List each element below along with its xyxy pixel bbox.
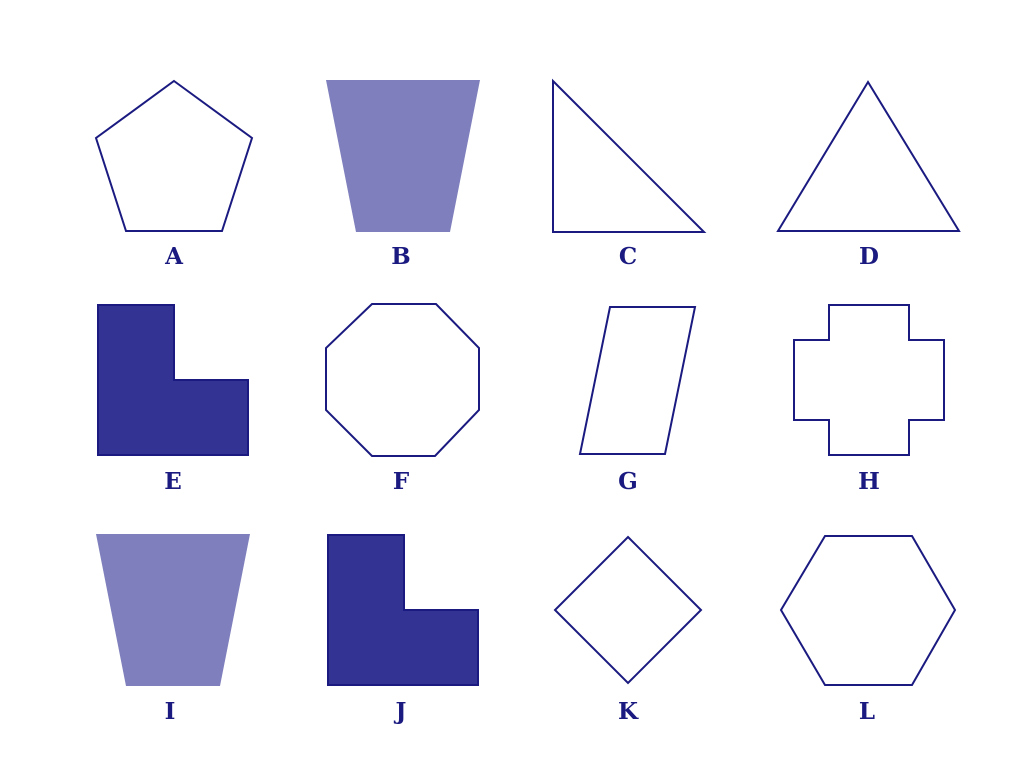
shape-label-h: H [858,468,880,495]
shape-c-right-triangle [552,78,707,233]
shape-h-cross [793,304,945,456]
shape-label-j: J [394,698,407,725]
shape-label-l: L [859,698,875,725]
shape-f-octagon [325,303,480,457]
shape-label-k: K [618,698,639,725]
shape-label-g: G [618,468,638,495]
shape-j-l-shape [327,534,479,686]
shape-label-a: A [164,243,184,270]
shape-label-c: C [619,243,637,270]
shape-k-diamond [553,535,703,685]
shape-g-parallelogram [578,306,697,455]
shape-e-l-shape [97,304,249,456]
shape-d-triangle [776,80,961,232]
shape-i-trapezoid [96,534,250,686]
shape-layer: A B C D E F G H I J K L [94,78,961,725]
shape-b-trapezoid [326,80,480,232]
shape-label-e: E [164,468,182,495]
shape-label-f: F [393,468,410,495]
shape-label-d: D [859,243,879,270]
shape-l-hexagon [779,535,957,686]
shape-label-b: B [391,243,410,270]
shape-label-i: I [165,698,176,725]
shape-a-pentagon [94,79,254,232]
